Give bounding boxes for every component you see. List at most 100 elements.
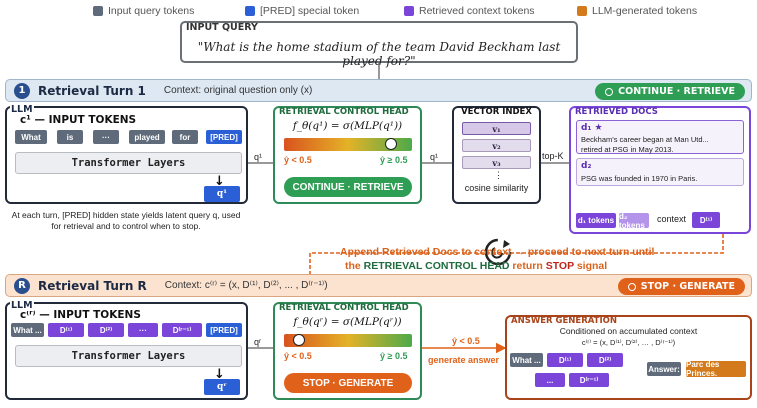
turn1-banner: 1 Retrieval Turn 1 Context: original que… [5, 79, 752, 102]
vector-index-panel: VECTOR INDEX v₁ v₂ v₃ ⋮ cosine similarit… [452, 106, 541, 204]
turnR-knob [293, 334, 305, 346]
answer-label: Answer: [647, 362, 681, 376]
vector-row: v₃ [462, 156, 531, 169]
doc1-card: d₁ ★ Beckham's career began at Man Utd..… [576, 120, 744, 154]
answer-subtitle: Conditioned on accumulated context [559, 326, 698, 336]
append-line2-stop: STOP [545, 260, 574, 272]
turnR-status-label: STOP · GENERATE [640, 281, 735, 292]
turn1-status-label: CONTINUE · RETRIEVE [618, 86, 735, 97]
turnR-banner: R Retrieval Turn R Context: c⁽ʳ⁾ = (x, D… [5, 274, 752, 297]
legend-label: Retrieved context tokens [419, 5, 535, 17]
cycle-icon [484, 238, 512, 266]
legend-swatch-orange [577, 6, 587, 16]
d2-tokens: d₂ tokens [619, 212, 649, 230]
turn1-token: What [15, 130, 47, 144]
append-line2-mid: return [509, 260, 546, 272]
turn1-edge-q-head: q¹ [254, 152, 263, 162]
turn1-context: Context: original question only (x) [163, 85, 313, 96]
turn1-title: Retrieval Turn 1 [38, 83, 146, 98]
context-d1-token: D⁽¹⁾ [692, 212, 720, 228]
turnR-head-title: RETRIEVAL CONTROL HEAD [279, 303, 409, 313]
turnR-status-pill: STOP · GENERATE [617, 278, 745, 295]
append-line1: Append Retrieved Docs to context → proce… [340, 246, 655, 258]
legend-swatch-blue [245, 6, 255, 16]
turn1-token: ··· [93, 130, 119, 144]
topk-label: top-K [542, 151, 564, 161]
append-line2-pre: the [345, 260, 364, 272]
turn1-status-pill: CONTINUE · RETRIEVE [595, 83, 745, 100]
legend-pred-token: [PRED] special token [245, 5, 359, 17]
append-loop-path [309, 234, 724, 275]
turn1-edge-q-index: q¹ [430, 152, 439, 162]
answer-value: Parc des Princes. [686, 360, 746, 378]
append-line2-post: signal [573, 260, 608, 272]
append-line2: the RETRIEVAL CONTROL HEAD return STOP s… [345, 260, 607, 272]
query-label: INPUT QUERY [186, 22, 258, 33]
doc2-text: PSG was founded in 1970 in Paris. [581, 174, 698, 183]
turnR-gradient-bar [284, 334, 412, 347]
turn1-formula: f_θ(q¹) = σ(MLP(q¹)) [292, 120, 403, 132]
vector-dots: ⋮ [494, 170, 503, 180]
turnR-context: Context: c⁽ʳ⁾ = (x, D⁽¹⁾, D⁽²⁾, ... , D⁽… [164, 280, 328, 291]
vector-index-title: VECTOR INDEX [461, 107, 532, 117]
legend-label: Input query tokens [108, 5, 195, 17]
turnR-title: Retrieval Turn R [38, 278, 147, 293]
input-query-box: INPUT QUERY "What is the home stadium of… [180, 21, 578, 68]
turnR-thr-high: ŷ ≥ 0.5 [380, 351, 408, 361]
turnR-pred-token: [PRED] [206, 323, 242, 337]
turn1-q: q¹ [204, 186, 240, 202]
circle-icon [627, 282, 636, 291]
retrieved-docs-panel: RETRIEVED DOCS d₁ ★ Beckham's career beg… [569, 106, 751, 234]
circle-icon [605, 87, 614, 96]
ans-token: D⁽¹⁾ [547, 353, 583, 367]
turnR-badge: R [14, 277, 30, 294]
turnR-transformer: Transformer Layers [15, 345, 242, 367]
turn1-llm-panel: c¹ — INPUT TOKENS What is ··· played for… [5, 106, 248, 204]
legend-llm-generated: LLM-generated tokens [577, 5, 697, 17]
docs-title: RETRIEVED DOCS [575, 107, 658, 117]
turn1-thr-low: ŷ < 0.5 [284, 155, 312, 165]
doc2-card: d₂ PSG was founded in 1970 in Paris. [576, 158, 744, 186]
legend-label: LLM-generated tokens [592, 5, 698, 17]
turnR-token: ··· [128, 323, 158, 337]
turn1-gradient-bar [284, 138, 412, 151]
vector-row: v₂ [462, 139, 531, 152]
turn1-token: played [129, 130, 165, 144]
turnR-token: D⁽ʳ⁻¹⁾ [162, 323, 202, 337]
d1-tokens: d₁ tokens [576, 213, 616, 228]
turnR-thr-low: ŷ < 0.5 [284, 351, 312, 361]
turn1-head-title: RETRIEVAL CONTROL HEAD [279, 107, 409, 117]
turn1-transformer: Transformer Layers [15, 152, 242, 174]
turnR-llm-panel: c⁽ʳ⁾ — INPUT TOKENS What ... D⁽¹⁾ D⁽²⁾ ·… [5, 302, 248, 400]
answer-formula: c⁽ʳ⁾ = (x, D⁽¹⁾, D⁽²⁾, … , D⁽ʳ⁻¹⁾) [581, 338, 676, 347]
down-arrow-icon: ↓ [214, 367, 225, 382]
query-text: "What is the home stadium of the team Da… [197, 40, 561, 68]
legend-retrieved: Retrieved context tokens [404, 5, 535, 17]
down-arrow-icon: ↓ [214, 174, 225, 189]
turn1-action-button: CONTINUE · RETRIEVE [284, 177, 412, 197]
turn1-input-title: c¹ — INPUT TOKENS [20, 114, 137, 126]
turn1-note: At each turn, [PRED] hidden state yields… [11, 210, 241, 231]
turn1-thr-high: ŷ ≥ 0.5 [380, 155, 408, 165]
turnR-edge-q-head: qʳ [254, 337, 262, 347]
turn1-knob [385, 138, 397, 150]
turnR-input-title: c⁽ʳ⁾ — INPUT TOKENS [20, 309, 141, 321]
turn1-control-head: RETRIEVAL CONTROL HEAD f_θ(q¹) = σ(MLP(q… [273, 106, 422, 204]
answer-title: ANSWER GENERATION [511, 316, 617, 326]
cosine-label: cosine similarity [464, 183, 529, 193]
turnR-q: qʳ [204, 379, 240, 395]
turnR-edge-low: ŷ < 0.5 [452, 336, 480, 346]
ans-token: ... [535, 373, 565, 387]
turn1-pred-token: [PRED] [206, 130, 242, 144]
doc1-text: Beckham's career began at Man Utd... ret… [581, 135, 709, 154]
turnR-llm-tag: LLM [10, 300, 34, 311]
turnR-token: D⁽²⁾ [88, 323, 124, 337]
doc1-head: d₁ ★ [581, 123, 603, 133]
ans-token: What ... [510, 353, 543, 367]
turn1-badge: 1 [14, 82, 30, 99]
turnR-token: D⁽¹⁾ [48, 323, 84, 337]
vector-row: v₁ [462, 122, 531, 135]
ans-token: D⁽²⁾ [587, 353, 623, 367]
doc2-head: d₂ [581, 161, 592, 171]
